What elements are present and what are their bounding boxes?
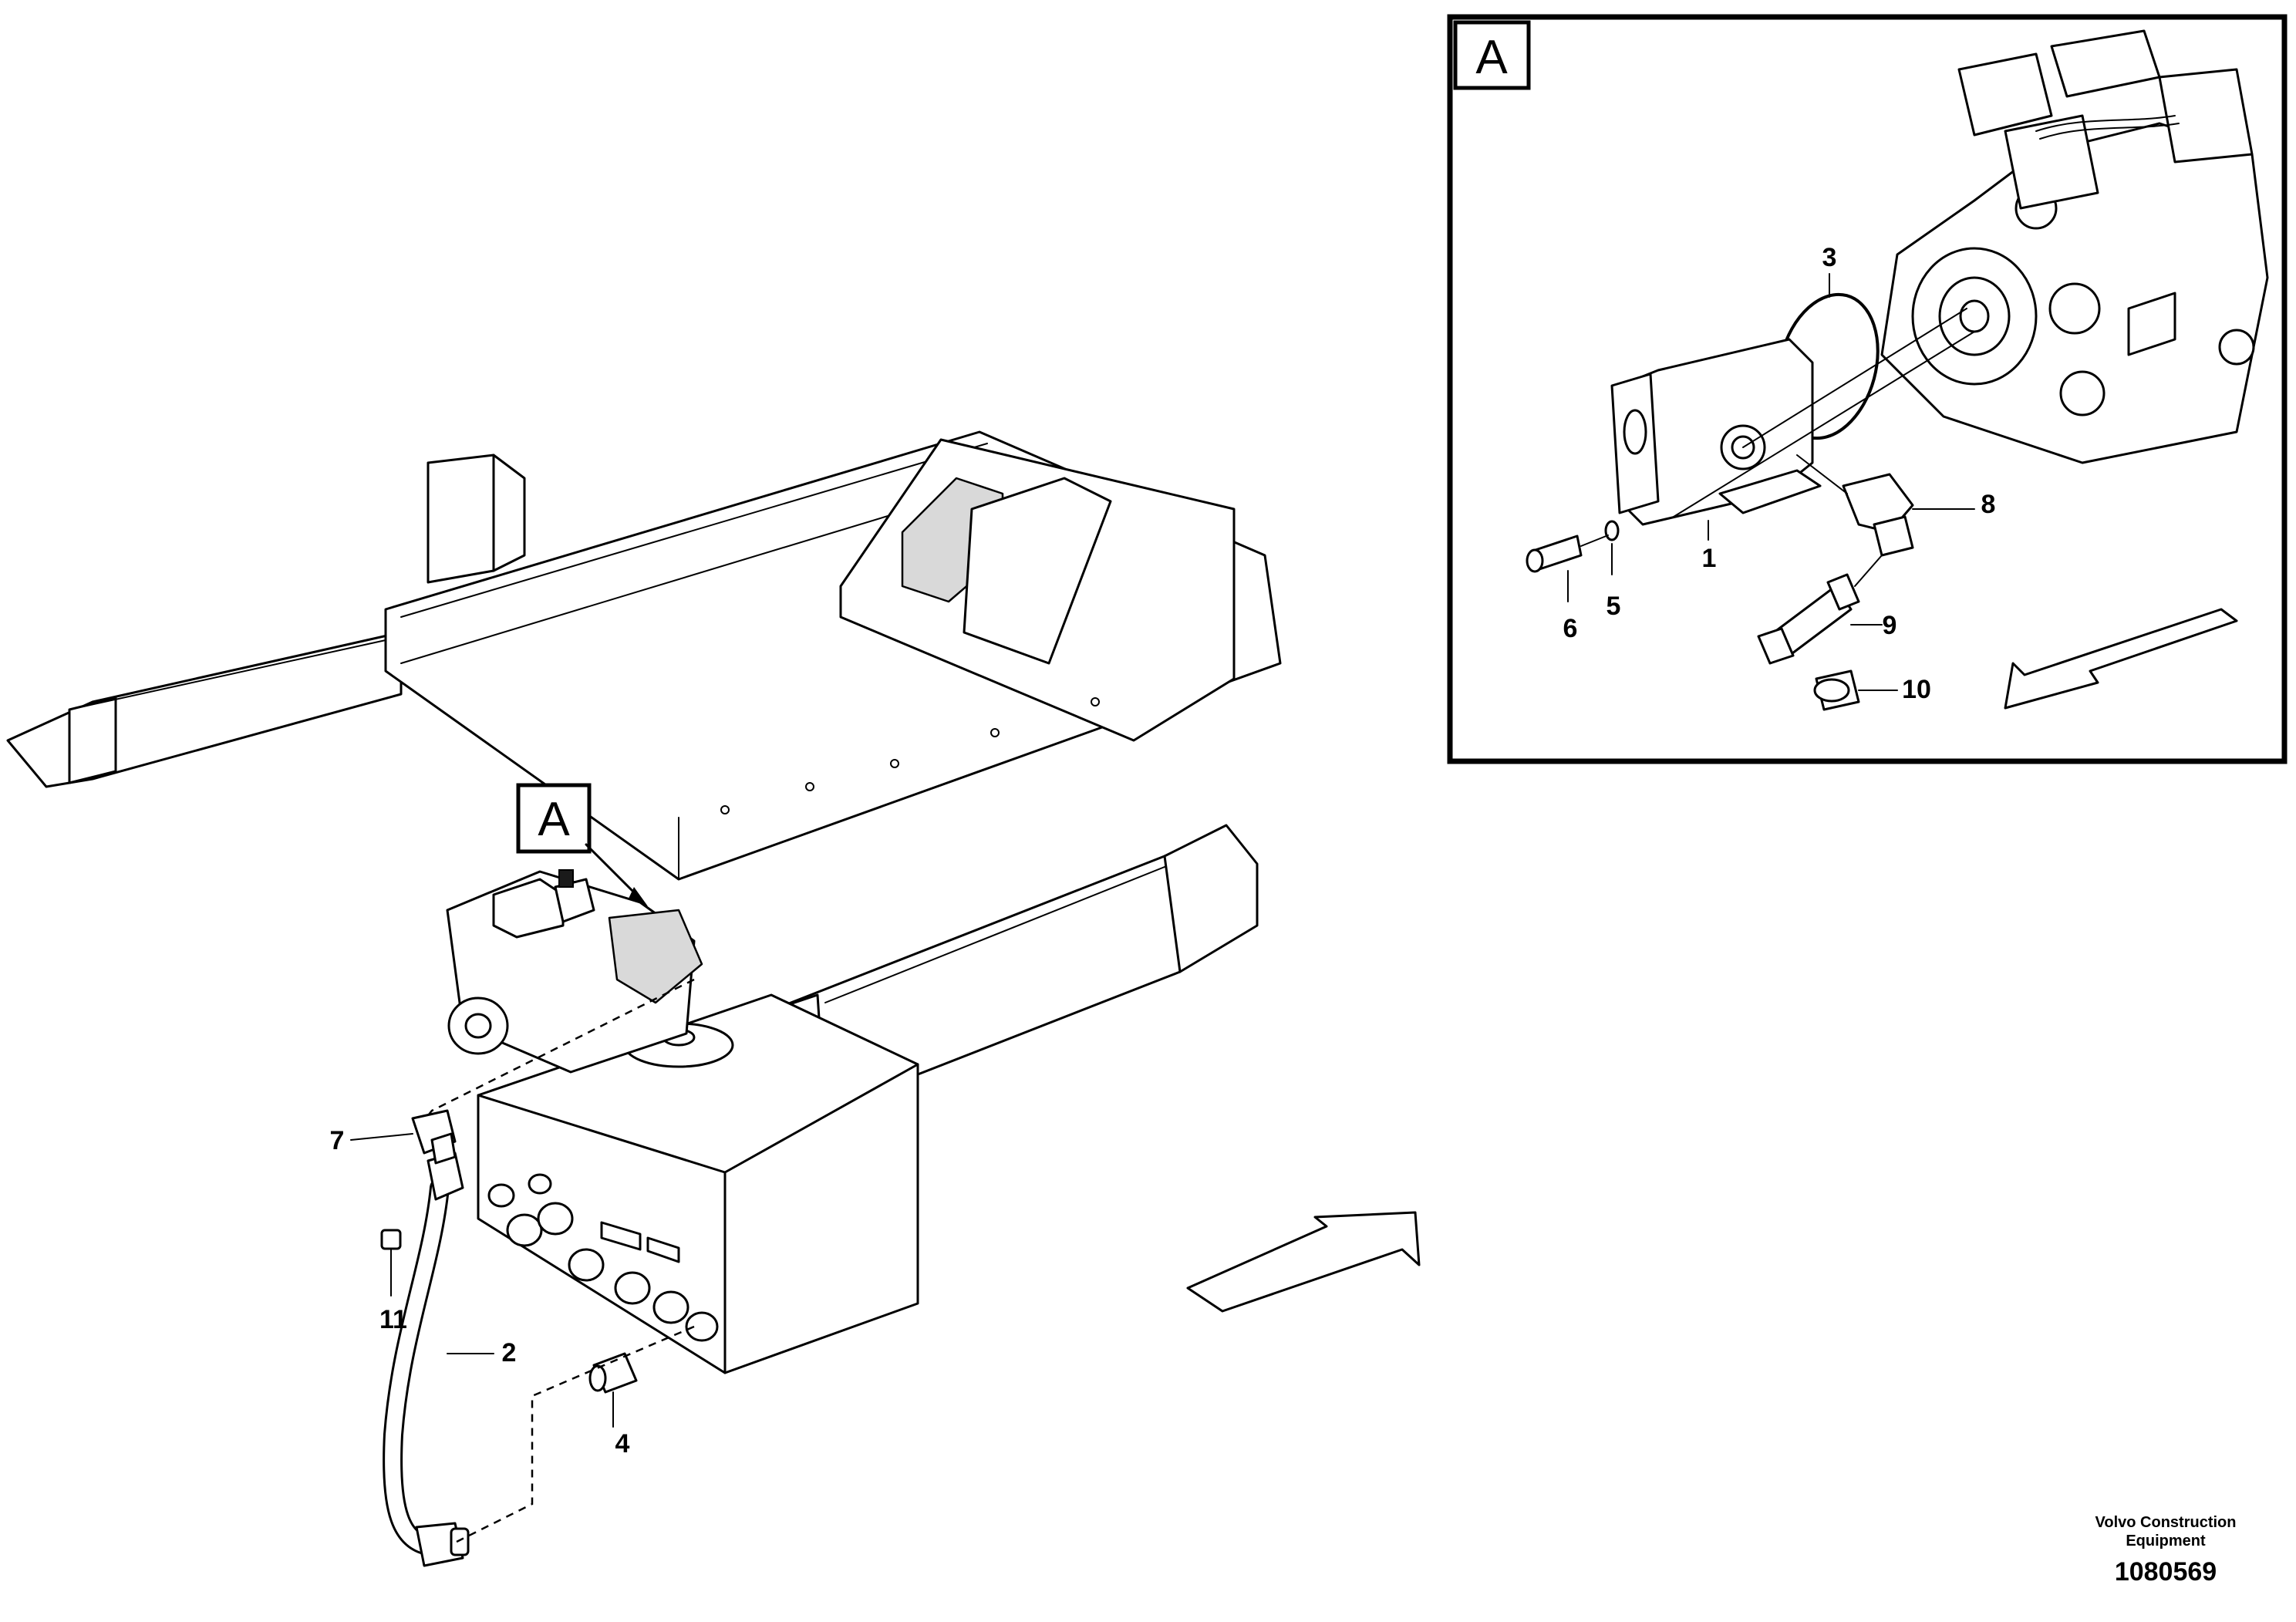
hose-assembly [383, 1152, 470, 1567]
part-number-5: 5 [1607, 592, 1621, 621]
gear-pump-1 [1610, 338, 1822, 526]
part-labels: 1 2 3 4 5 6 7 8 9 10 11 [330, 243, 1996, 1458]
plug-11 [380, 1229, 402, 1250]
detail-direction-arrow [2004, 608, 2238, 710]
elbow-fitting-7 [411, 1109, 457, 1165]
hydraulic-pump-assembly [446, 869, 703, 1074]
drawing-number: 1080569 [2115, 1557, 2217, 1587]
part-number-11: 11 [379, 1305, 407, 1334]
part-number-2: 2 [502, 1338, 517, 1367]
screw-6 [1526, 534, 1583, 573]
callout-a: A [516, 783, 648, 906]
part-number-9: 9 [1883, 611, 1897, 640]
detail-a-panel: A [1447, 14, 2288, 764]
adapter-fitting-4 [454, 1325, 695, 1544]
part-number-4: 4 [615, 1429, 630, 1458]
callout-a-label: A [538, 793, 570, 846]
part-number-3: 3 [1822, 243, 1837, 272]
part-number-6: 6 [1563, 614, 1578, 643]
direction-arrow [1186, 1211, 1421, 1313]
part-number-8: 8 [1981, 490, 1996, 519]
leader-lines [350, 1133, 614, 1428]
part-number-10: 10 [1902, 675, 1931, 704]
part-number-7: 7 [330, 1126, 345, 1155]
company-name-line1: Volvo Construction [2095, 1514, 2237, 1531]
part-number-1: 1 [1702, 544, 1717, 573]
plug-10 [1813, 669, 1860, 711]
detail-a-label: A [1475, 31, 1508, 84]
detail-pump-body [1880, 29, 2269, 464]
washer-5 [1604, 520, 1620, 541]
company-name-line2: Equipment [2126, 1533, 2206, 1549]
elbow-fitting-8 [1842, 473, 1914, 557]
tee-fitting-9 [1757, 573, 1860, 665]
footer-block: Volvo Construction Equipment 1080569 [2095, 1514, 2237, 1587]
